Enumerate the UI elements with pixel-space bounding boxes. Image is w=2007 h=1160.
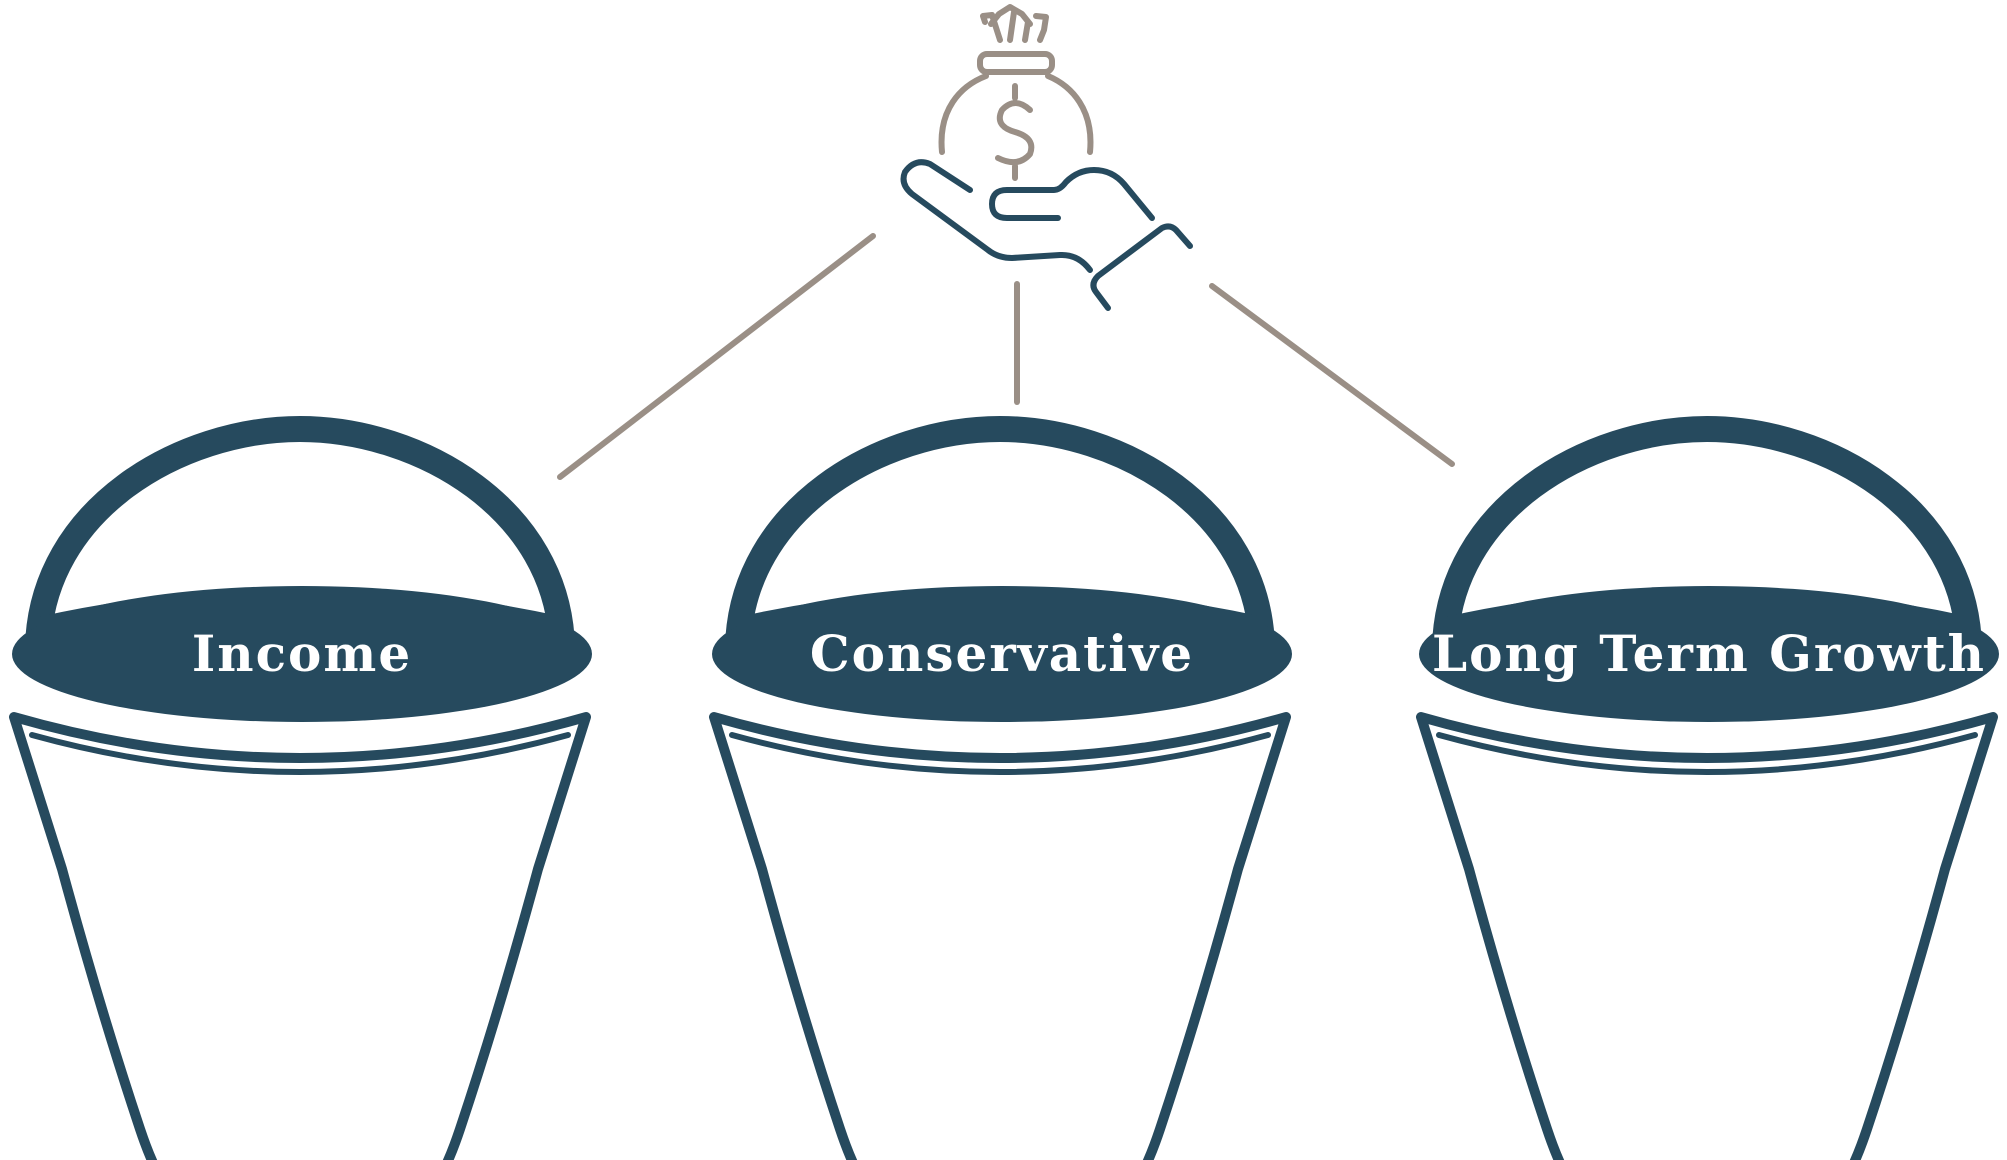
bucket-income: Income (12, 429, 592, 1160)
bucket-shape (712, 429, 1292, 1160)
connector-line-income (557, 233, 876, 480)
bucket-long-term-growth: Long Term Growth (1419, 429, 1999, 1160)
bucket-conservative: Conservative (712, 429, 1292, 1160)
bucket-shape (12, 429, 592, 1160)
connector-line-long-term-growth (1209, 283, 1455, 467)
bucket-shape (1419, 429, 1999, 1160)
bucket-label-long-term-growth: Long Term Growth (1432, 624, 1986, 683)
bucket-label-conservative: Conservative (810, 624, 1194, 683)
hand-holding-money-bag-icon (900, 4, 1193, 311)
connector-lines (557, 233, 1455, 480)
bucket-label-income: Income (192, 624, 412, 683)
